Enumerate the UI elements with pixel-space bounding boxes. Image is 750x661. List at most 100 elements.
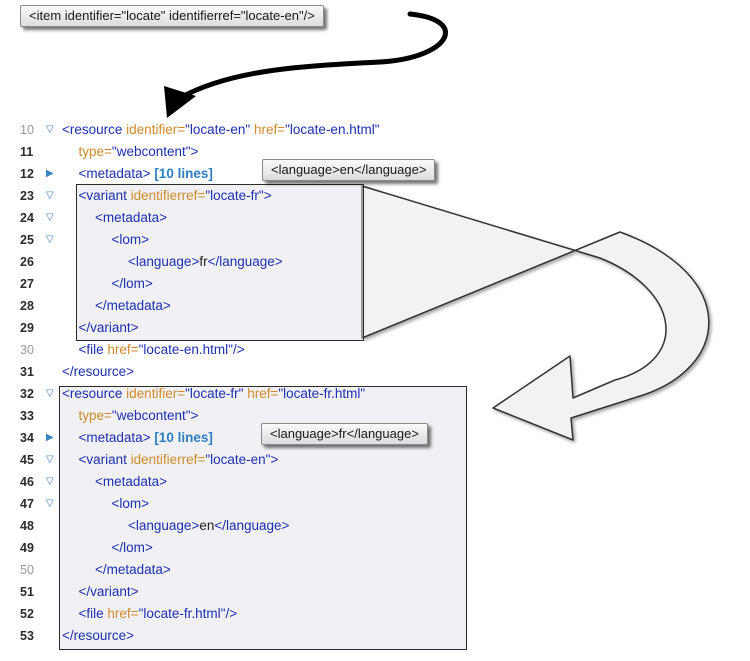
code-token: <metadata> — [78, 166, 155, 181]
line-number: 49 — [20, 541, 34, 555]
code-token: href= — [107, 342, 139, 357]
code-token: "locate-fr" — [185, 386, 248, 401]
line-number: 33 — [20, 409, 34, 423]
line-number: 29 — [20, 321, 34, 335]
code-line: 48 <language>en</language> — [0, 515, 750, 537]
folded-lines-link[interactable]: [10 lines] — [154, 430, 213, 445]
line-number: 10 — [20, 123, 34, 137]
line-number: 53 — [20, 629, 34, 643]
collapse-icon[interactable]: ▽ — [46, 190, 54, 201]
line-number: 48 — [20, 519, 34, 533]
variant-highlight-box-en — [76, 184, 364, 341]
code-line: 24 ▽ <metadata> — [0, 207, 750, 229]
folded-lines-link[interactable]: [10 lines] — [154, 166, 213, 181]
code-text: <metadata> [10 lines] — [79, 427, 213, 449]
line-number: 26 — [20, 255, 34, 269]
code-text: <metadata> [10 lines] — [79, 163, 213, 185]
code-line: 34 ▶ <metadata> [10 lines] — [0, 427, 750, 449]
code-token: identifier= — [126, 122, 186, 137]
collapse-icon[interactable]: ▽ — [46, 476, 54, 487]
code-token: </metadata> — [95, 562, 171, 577]
code-line: 25▽<lom> — [0, 229, 750, 251]
collapse-icon[interactable]: ▽ — [46, 498, 54, 509]
code-token: <lom> — [111, 496, 150, 511]
code-token: <file — [78, 606, 108, 621]
code-token: "webcontent" — [111, 144, 191, 159]
code-line: 32▽<resource identifier="locate-fr" href… — [0, 383, 750, 405]
code-token: <file — [78, 342, 108, 357]
code-token: "locate-fr.html" — [278, 386, 366, 401]
code-text: <resource identifier="locate-en" href="l… — [62, 119, 380, 141]
variant-link-arrow — [361, 185, 710, 441]
code-token: "locate-en.html" — [285, 122, 380, 137]
code-token: <resource — [62, 386, 127, 401]
expand-icon[interactable]: ▶ — [46, 168, 54, 179]
collapse-icon[interactable]: ▽ — [46, 234, 54, 245]
line-number: 27 — [20, 277, 34, 291]
code-line: 53 </resource> — [0, 625, 750, 647]
line-number: 52 — [20, 607, 34, 621]
code-token: > — [190, 408, 199, 423]
line-number: 51 — [20, 585, 34, 599]
collapse-icon[interactable]: ▽ — [46, 212, 54, 223]
code-token: type= — [78, 144, 112, 159]
collapse-icon[interactable]: ▽ — [46, 454, 54, 465]
code-token: href= — [253, 122, 286, 137]
code-line: 49 </lom> — [0, 537, 750, 559]
code-token: </metadata> — [95, 298, 171, 313]
line-number: 25 — [20, 233, 34, 247]
code-text: <file href="locate-fr.html"/> — [79, 603, 238, 625]
code-token: "locate-en" — [205, 452, 271, 467]
code-token: </lom> — [111, 540, 153, 555]
code-token: <language> — [128, 518, 200, 533]
code-token: "locate-fr" — [205, 188, 264, 203]
code-line: 46▽<metadata> — [0, 471, 750, 493]
code-line: 30 <file href="locate-en.html"/> — [0, 339, 750, 361]
line-number: 34 — [20, 431, 34, 445]
item-callout: <item identifier="locate" identifierref=… — [20, 5, 324, 27]
language-fr-callout: <language>fr</language> — [261, 423, 428, 445]
code-line: 10 ▽ <resource identifier="locate-en" href… — [0, 119, 750, 141]
code-line: 28</metadata> — [0, 295, 750, 317]
code-token: </language> — [214, 518, 290, 533]
code-text: </lom> — [112, 537, 153, 559]
code-line: 31</resource> — [0, 361, 750, 383]
code-token: /> — [232, 342, 245, 357]
code-line: 51 </variant> — [0, 581, 750, 603]
code-token: <metadata> — [95, 210, 168, 225]
code-token: "locate-fr.html" — [138, 606, 226, 621]
code-token: type= — [78, 408, 112, 423]
code-token: <resource — [62, 122, 127, 137]
code-token: </language> — [207, 254, 283, 269]
code-line: 12 ▶ <metadata> [10 lines] — [0, 163, 750, 185]
code-token: </resource> — [62, 628, 135, 643]
code-text: <metadata> — [95, 207, 167, 229]
code-token: href= — [247, 386, 279, 401]
line-number: 30 — [20, 343, 34, 357]
line-number: 12 — [20, 167, 34, 181]
line-number: 24 — [20, 211, 34, 225]
code-token: <variant — [78, 452, 131, 467]
language-en-callout: <language>en</language> — [262, 159, 436, 181]
code-text: <file href="locate-en.html"/> — [79, 339, 245, 361]
code-text: </lom> — [112, 273, 153, 295]
code-token: en — [199, 518, 215, 533]
code-line: 27 </lom> — [0, 273, 750, 295]
collapse-icon[interactable]: ▽ — [46, 388, 54, 399]
code-token: fr — [199, 254, 208, 269]
code-line: 47▽<lom> — [0, 493, 750, 515]
code-text: <lom> — [112, 493, 150, 515]
code-text: type="webcontent"> — [79, 141, 199, 163]
code-token: "locate-en.html" — [138, 342, 233, 357]
code-token: href= — [107, 606, 139, 621]
expand-icon[interactable]: ▶ — [46, 432, 54, 443]
code-token: <language> — [128, 254, 200, 269]
collapse-icon[interactable]: ▽ — [46, 124, 54, 135]
code-text: </metadata> — [95, 295, 171, 317]
code-text: </metadata> — [95, 559, 171, 581]
code-text: </variant> — [79, 581, 139, 603]
code-text: <resource identifier="locate-fr" href="l… — [62, 383, 365, 405]
code-token: <metadata> — [78, 430, 155, 445]
